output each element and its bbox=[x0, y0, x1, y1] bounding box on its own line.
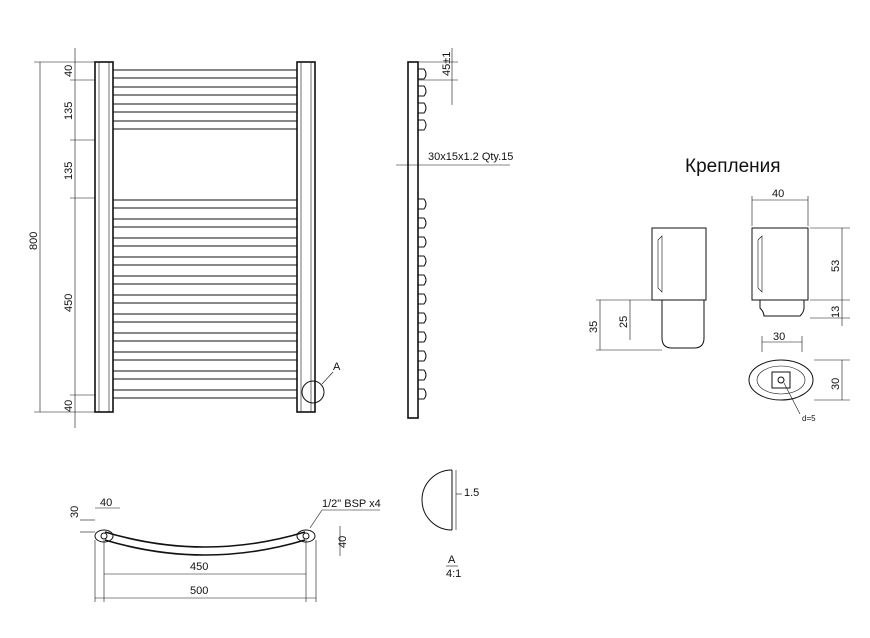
dim-450: 450 bbox=[63, 294, 75, 312]
hole-label: d=5 bbox=[802, 414, 816, 423]
side-rails bbox=[418, 68, 427, 400]
side-rail-14 bbox=[418, 369, 427, 381]
front-dimensions: 800 40 135 135 450 40 bbox=[28, 48, 95, 428]
mount-left-stem bbox=[661, 300, 705, 349]
side-rail-6 bbox=[418, 217, 427, 229]
dim-40-top: 40 bbox=[63, 65, 75, 77]
right-port-icon bbox=[302, 532, 310, 540]
dim-800: 800 bbox=[28, 232, 40, 250]
side-rail-12 bbox=[418, 331, 427, 343]
dim-pitch: 45±1 bbox=[441, 52, 453, 76]
detail-a-circle bbox=[301, 380, 325, 404]
mounts-title: Крепления bbox=[685, 156, 781, 177]
dim-40-mount: 40 bbox=[772, 188, 784, 200]
left-collector bbox=[94, 61, 114, 413]
rail-15 bbox=[112, 389, 298, 399]
side-rail-7 bbox=[418, 236, 427, 248]
dim-30-base-h: 30 bbox=[830, 378, 842, 390]
rails-group bbox=[112, 69, 298, 399]
rail-6 bbox=[112, 218, 298, 228]
front-view: A bbox=[94, 61, 341, 413]
rail-14 bbox=[112, 370, 298, 380]
top-arc-inner bbox=[104, 539, 306, 556]
dim-wall: 1.5 bbox=[464, 487, 479, 499]
rail-9 bbox=[112, 275, 298, 285]
dim-25: 25 bbox=[618, 316, 630, 328]
side-rail-4 bbox=[418, 119, 427, 131]
dim-450-top: 450 bbox=[190, 561, 208, 573]
mount-right-body bbox=[751, 227, 809, 301]
dim-30-base-w: 30 bbox=[773, 331, 785, 343]
rail-8 bbox=[112, 256, 298, 266]
detail-a-label: A bbox=[448, 554, 456, 566]
rail-2 bbox=[112, 86, 298, 96]
rail-12 bbox=[112, 332, 298, 342]
side-rail-10 bbox=[418, 293, 427, 305]
dim-500: 500 bbox=[190, 585, 208, 597]
rail-3 bbox=[112, 103, 298, 113]
side-collector bbox=[407, 61, 419, 419]
right-collector bbox=[296, 61, 316, 413]
mount-right-slot bbox=[757, 235, 763, 293]
connection-label: 1/2" BSP x4 bbox=[322, 498, 381, 510]
side-rail-8 bbox=[418, 255, 427, 267]
right-collector-inner bbox=[300, 61, 312, 413]
detail-a-scale: 4:1 bbox=[446, 568, 461, 580]
rail-13 bbox=[112, 351, 298, 361]
rail-4 bbox=[112, 120, 298, 130]
side-rail-3 bbox=[418, 102, 427, 114]
mount-hole-icon bbox=[777, 376, 785, 384]
tube-spec-label: 30x15x1.2 Qty.15 bbox=[428, 151, 513, 163]
mount-right-stem bbox=[759, 300, 805, 317]
detail-a-profile bbox=[421, 469, 453, 531]
mount-base-outer bbox=[748, 359, 814, 401]
top-arc-outer bbox=[104, 531, 306, 548]
detail-a-leader bbox=[321, 371, 334, 385]
side-rail-15 bbox=[418, 388, 427, 400]
side-rail-9 bbox=[418, 274, 427, 286]
top-view: 30 40 1/2" BSP x4 40 450 500 bbox=[69, 497, 381, 602]
rail-5 bbox=[112, 199, 298, 209]
side-rail-5 bbox=[418, 198, 427, 210]
left-port-icon bbox=[100, 532, 108, 540]
mounts: Крепления 35 25 40 53 13 30 bbox=[588, 156, 850, 423]
mount-left-slot bbox=[657, 235, 663, 293]
detail-a-marker: A bbox=[333, 361, 341, 373]
side-view: 45±1 30x15x1.2 Qty.15 bbox=[396, 48, 513, 419]
rail-11 bbox=[112, 313, 298, 323]
rail-7 bbox=[112, 237, 298, 247]
dim-depth: 40 bbox=[337, 536, 349, 548]
mount-base-square bbox=[771, 371, 791, 389]
rail-1 bbox=[112, 69, 298, 79]
dim-13: 13 bbox=[830, 306, 842, 318]
side-rail-13 bbox=[418, 350, 427, 362]
dim-40-bottom: 40 bbox=[63, 400, 75, 412]
side-rail-11 bbox=[418, 312, 427, 324]
dim-135-a: 135 bbox=[63, 102, 75, 120]
left-collector-inner bbox=[98, 61, 110, 413]
mount-base-inner bbox=[756, 365, 806, 395]
rail-10 bbox=[112, 294, 298, 304]
dim-top-30: 30 bbox=[69, 506, 81, 518]
dim-53: 53 bbox=[830, 260, 842, 272]
dim-35: 35 bbox=[588, 321, 600, 333]
mount-left-body bbox=[651, 227, 707, 301]
detail-a: 1.5 A 4:1 bbox=[421, 469, 479, 580]
dim-135-b: 135 bbox=[63, 162, 75, 180]
dim-top-40: 40 bbox=[100, 497, 112, 509]
side-rail-1 bbox=[418, 68, 427, 80]
side-rail-2 bbox=[418, 85, 427, 97]
